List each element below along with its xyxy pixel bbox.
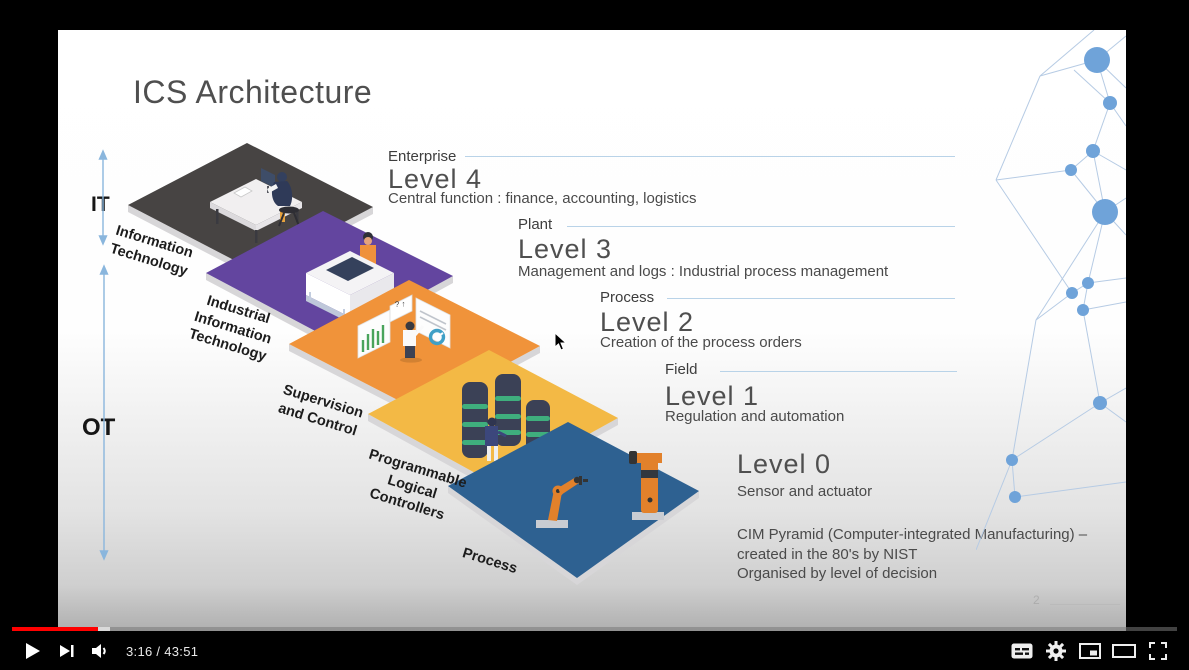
level1-title: Level 1: [665, 381, 760, 411]
progress-played: [12, 627, 98, 631]
slide-title: ICS Architecture: [133, 74, 373, 110]
level0-title: Level 0: [737, 449, 832, 479]
gear-icon: [1046, 641, 1066, 661]
level1-category: Field: [665, 361, 698, 378]
play-icon: [26, 643, 40, 659]
slide-page-number: 2: [1033, 593, 1040, 607]
office-desk-illustration: [210, 168, 302, 243]
player-controls: 3:16 / 43:51: [0, 632, 1189, 670]
slide-page-number-line: [1050, 604, 1120, 605]
level4-description: Central function : finance, accounting, …: [388, 190, 697, 207]
cim-note-line3: Organised by level of decision: [737, 565, 938, 582]
level4-rule: [465, 156, 955, 157]
controls-gradient: [58, 585, 1126, 631]
level2-description: Creation of the process orders: [600, 334, 802, 351]
miniplayer-icon: [1079, 643, 1101, 659]
level3-description: Management and logs : Industrial process…: [518, 263, 889, 280]
theater-mode-button[interactable]: [1107, 637, 1141, 665]
progress-bar[interactable]: [12, 627, 1177, 631]
cim-note-line1: CIM Pyramid (Computer-integrated Manufac…: [737, 526, 1088, 543]
level2-rule: [667, 298, 955, 299]
play-button[interactable]: [16, 637, 50, 665]
level1-rule: [720, 371, 957, 372]
controls-right-group: [1005, 637, 1189, 665]
ot-label: OT: [82, 414, 116, 441]
mouse-cursor-icon: [554, 331, 568, 351]
subtitles-icon: [1011, 643, 1033, 659]
level4-title: Level 4: [388, 164, 483, 194]
level0-description: Sensor and actuator: [737, 483, 873, 500]
ics-layers-diagram: ? ↑: [98, 143, 699, 585]
miniplayer-button[interactable]: [1073, 637, 1107, 665]
cim-note-line2: created in the 80's by NIST: [737, 546, 918, 563]
level4-category: Enterprise: [388, 148, 457, 165]
theater-mode-icon: [1112, 644, 1136, 658]
video-display[interactable]: ICS Architecture IT OT: [58, 30, 1126, 631]
fullscreen-button[interactable]: [1141, 637, 1175, 665]
level2-title: Level 2: [600, 307, 695, 337]
next-icon: [60, 645, 74, 657]
svg-text:? ↑: ? ↑: [395, 299, 406, 309]
level3-title: Level 3: [518, 234, 613, 264]
network-mesh-decoration: [976, 30, 1126, 551]
level2-category: Process: [600, 289, 655, 306]
level1-description: Regulation and automation: [665, 408, 845, 425]
level3-rule: [567, 226, 955, 227]
volume-icon: [92, 644, 106, 658]
controls-left-group: 3:16 / 43:51: [0, 637, 198, 665]
charts-boards-illustration: ? ↑: [357, 294, 451, 363]
settings-button[interactable]: [1039, 637, 1073, 665]
progress-buffer: [98, 627, 110, 631]
time-display: 3:16 / 43:51: [126, 643, 199, 659]
next-button[interactable]: [50, 637, 84, 665]
volume-button[interactable]: [84, 637, 118, 665]
subtitles-button[interactable]: [1005, 637, 1039, 665]
it-ot-arrows-icon: [98, 149, 109, 561]
platform-level0: [448, 422, 699, 585]
it-label: IT: [91, 193, 110, 216]
level3-category: Plant: [518, 216, 553, 233]
fullscreen-icon: [1149, 642, 1167, 660]
robot-arms-illustration: [536, 451, 664, 528]
